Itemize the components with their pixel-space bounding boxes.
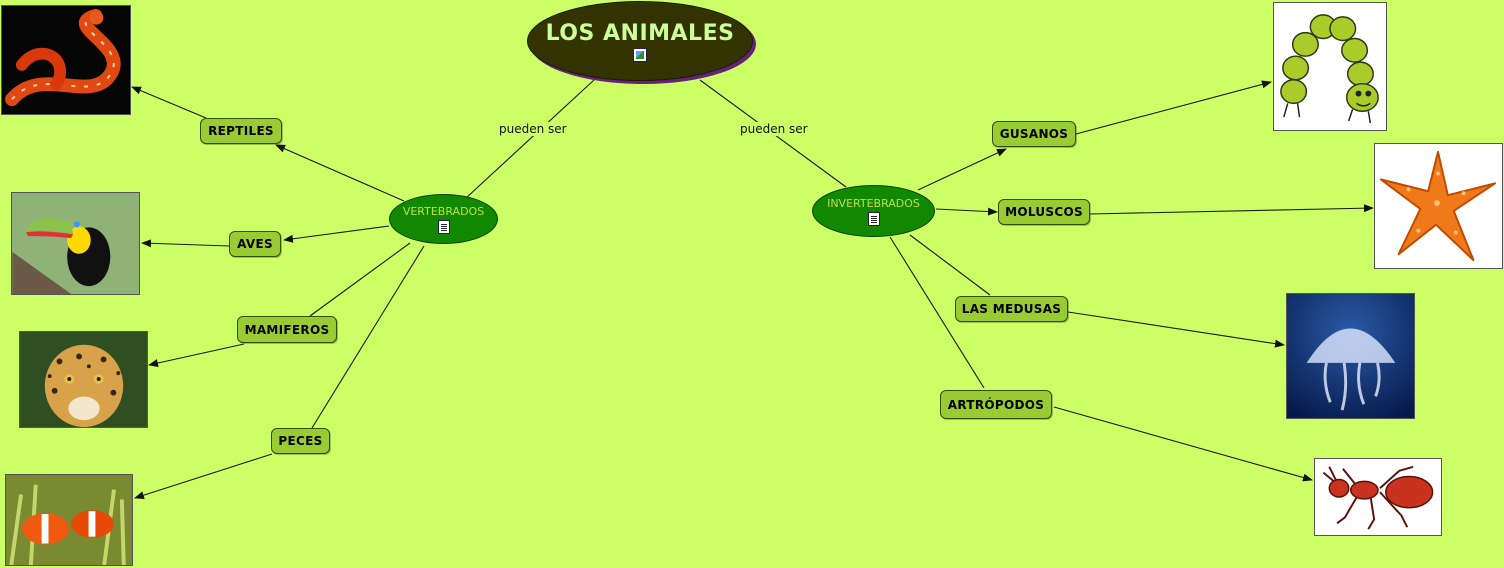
vertebrados-label: VERTEBRADOS xyxy=(402,204,485,218)
link-vert-aves xyxy=(283,225,390,243)
link-label-left: pueden ser xyxy=(497,122,569,136)
clownfish-illustration xyxy=(6,475,132,565)
link-medusas-photo xyxy=(1067,311,1285,348)
link-peces-photo xyxy=(134,453,273,500)
link-vert-mamiferos xyxy=(309,242,411,317)
invertebrados-label: INVERTEBRADOS xyxy=(827,196,920,210)
link-invert-medusas xyxy=(909,234,991,296)
concept-reptiles[interactable]: REPTILES xyxy=(200,118,282,144)
link-invert-moluscos xyxy=(935,207,998,216)
toucan-illustration xyxy=(12,193,139,294)
concept-aves[interactable]: AVES xyxy=(229,231,281,257)
link-artropodos-photo xyxy=(1053,406,1313,482)
resource-icon[interactable] xyxy=(867,211,880,226)
jellyfish-photo[interactable] xyxy=(1286,293,1415,419)
clownfish-photo[interactable] xyxy=(5,474,133,566)
toucan-photo[interactable] xyxy=(11,192,140,295)
concept-vertebrados[interactable]: VERTEBRADOS xyxy=(389,194,498,244)
snake-illustration xyxy=(5,8,121,107)
link-vert-reptiles xyxy=(275,144,405,202)
concept-medusas[interactable]: LAS MEDUSAS xyxy=(955,296,1068,322)
root-concept[interactable]: LOS ANIMALES xyxy=(527,1,753,81)
link-invert-artropodos xyxy=(889,236,985,389)
link-moluscos-photo xyxy=(1089,204,1374,215)
snake-photo[interactable] xyxy=(1,5,131,115)
link-invert-gusanos xyxy=(917,148,1007,191)
jellyfish-illustration xyxy=(1287,294,1414,418)
caterpillar-illustration xyxy=(1274,3,1386,130)
jaguar-illustration xyxy=(20,332,147,427)
ant-illustration xyxy=(1315,459,1441,535)
link-aves-photo xyxy=(141,239,230,248)
concept-gusanos[interactable]: GUSANOS xyxy=(992,121,1076,147)
caterpillar-photo[interactable] xyxy=(1273,2,1387,131)
starfish-illustration xyxy=(1375,144,1502,268)
ant-photo[interactable] xyxy=(1314,458,1442,536)
concept-moluscos[interactable]: MOLUSCOS xyxy=(998,199,1090,225)
concept-peces[interactable]: PECES xyxy=(271,428,330,454)
starfish-photo[interactable] xyxy=(1374,143,1503,269)
concept-invertebrados[interactable]: INVERTEBRADOS xyxy=(812,185,935,237)
jaguar-photo[interactable] xyxy=(19,331,148,428)
concept-mamiferos[interactable]: MAMIFEROS xyxy=(237,316,337,343)
link-gusanos-photo xyxy=(1075,80,1272,135)
link-reptiles-photo xyxy=(131,86,207,119)
concept-artropodos[interactable]: ARTRÓPODOS xyxy=(940,390,1052,419)
link-root-vertebrados xyxy=(465,79,595,199)
link-vert-peces xyxy=(311,245,425,429)
resource-icon[interactable] xyxy=(437,219,450,234)
image-icon[interactable] xyxy=(633,47,647,62)
link-mamiferos-photo xyxy=(148,343,245,367)
link-label-right: pueden ser xyxy=(738,122,810,136)
root-title: LOS ANIMALES xyxy=(545,20,735,46)
